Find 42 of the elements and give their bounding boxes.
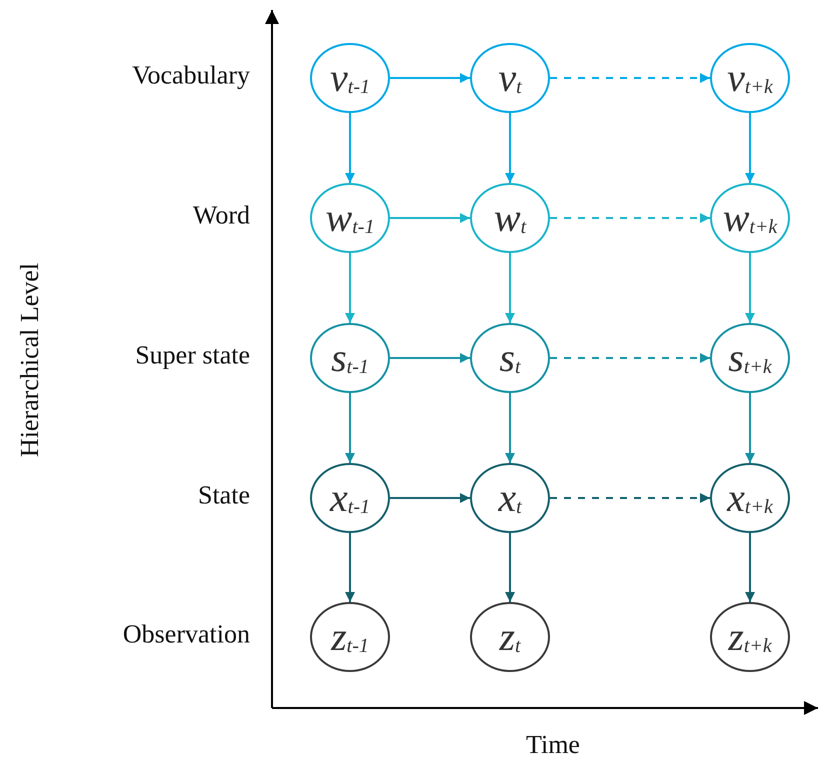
arrow: [745, 113, 755, 183]
arrow: [505, 253, 515, 323]
arrow: [550, 353, 710, 363]
arrow: [550, 73, 710, 83]
arrow: [390, 353, 470, 363]
variable-symbol: x$_{t-1}$: [330, 478, 370, 518]
variable-symbol: z$_{t}$: [499, 617, 521, 657]
variable-symbol: w$_{t+k}$: [722, 198, 778, 238]
variable-symbol: s$_{t-1}$: [331, 338, 369, 378]
variable-symbol: s$_{t+k}$: [728, 338, 772, 378]
level-label: Vocabulary: [132, 62, 250, 88]
variable-symbol: w$_{t-1}$: [326, 198, 374, 238]
level-label: Super state: [135, 342, 250, 368]
arrow: [345, 533, 355, 602]
arrow: [745, 533, 755, 602]
arrow: [550, 213, 710, 223]
variable-symbol: v$_{t+k}$: [727, 58, 773, 98]
arrow: [745, 253, 755, 323]
arrow: [390, 213, 470, 223]
variable-symbol: z$_{t-1}$: [331, 617, 369, 657]
level-label: State: [198, 482, 250, 508]
axis-title: Hierarchical Level: [17, 262, 43, 458]
arrow: [390, 493, 470, 503]
variable-symbol: x$_{t+k}$: [727, 478, 773, 518]
arrow: [390, 73, 470, 83]
level-label: Observation: [122, 621, 250, 648]
variable-symbol: z$_{t+k}$: [728, 617, 772, 657]
variable-symbol: v$_{t-1}$: [330, 58, 370, 98]
arrow: [345, 393, 355, 463]
arrow: [505, 393, 515, 463]
arrow: [550, 493, 710, 503]
variable-symbol: w$_{t}$: [494, 198, 526, 238]
variable-symbol: x$_{t}$: [498, 478, 522, 518]
level-label: Word: [192, 202, 250, 228]
arrow: [345, 113, 355, 183]
arrow: [505, 533, 515, 602]
axis-title: Time: [526, 732, 580, 758]
arrow: [745, 393, 755, 463]
variable-symbol: s$_{t}$: [499, 338, 521, 378]
arrow: [505, 113, 515, 183]
arrow: [345, 253, 355, 323]
variable-symbol: v$_{t}$: [498, 58, 522, 98]
